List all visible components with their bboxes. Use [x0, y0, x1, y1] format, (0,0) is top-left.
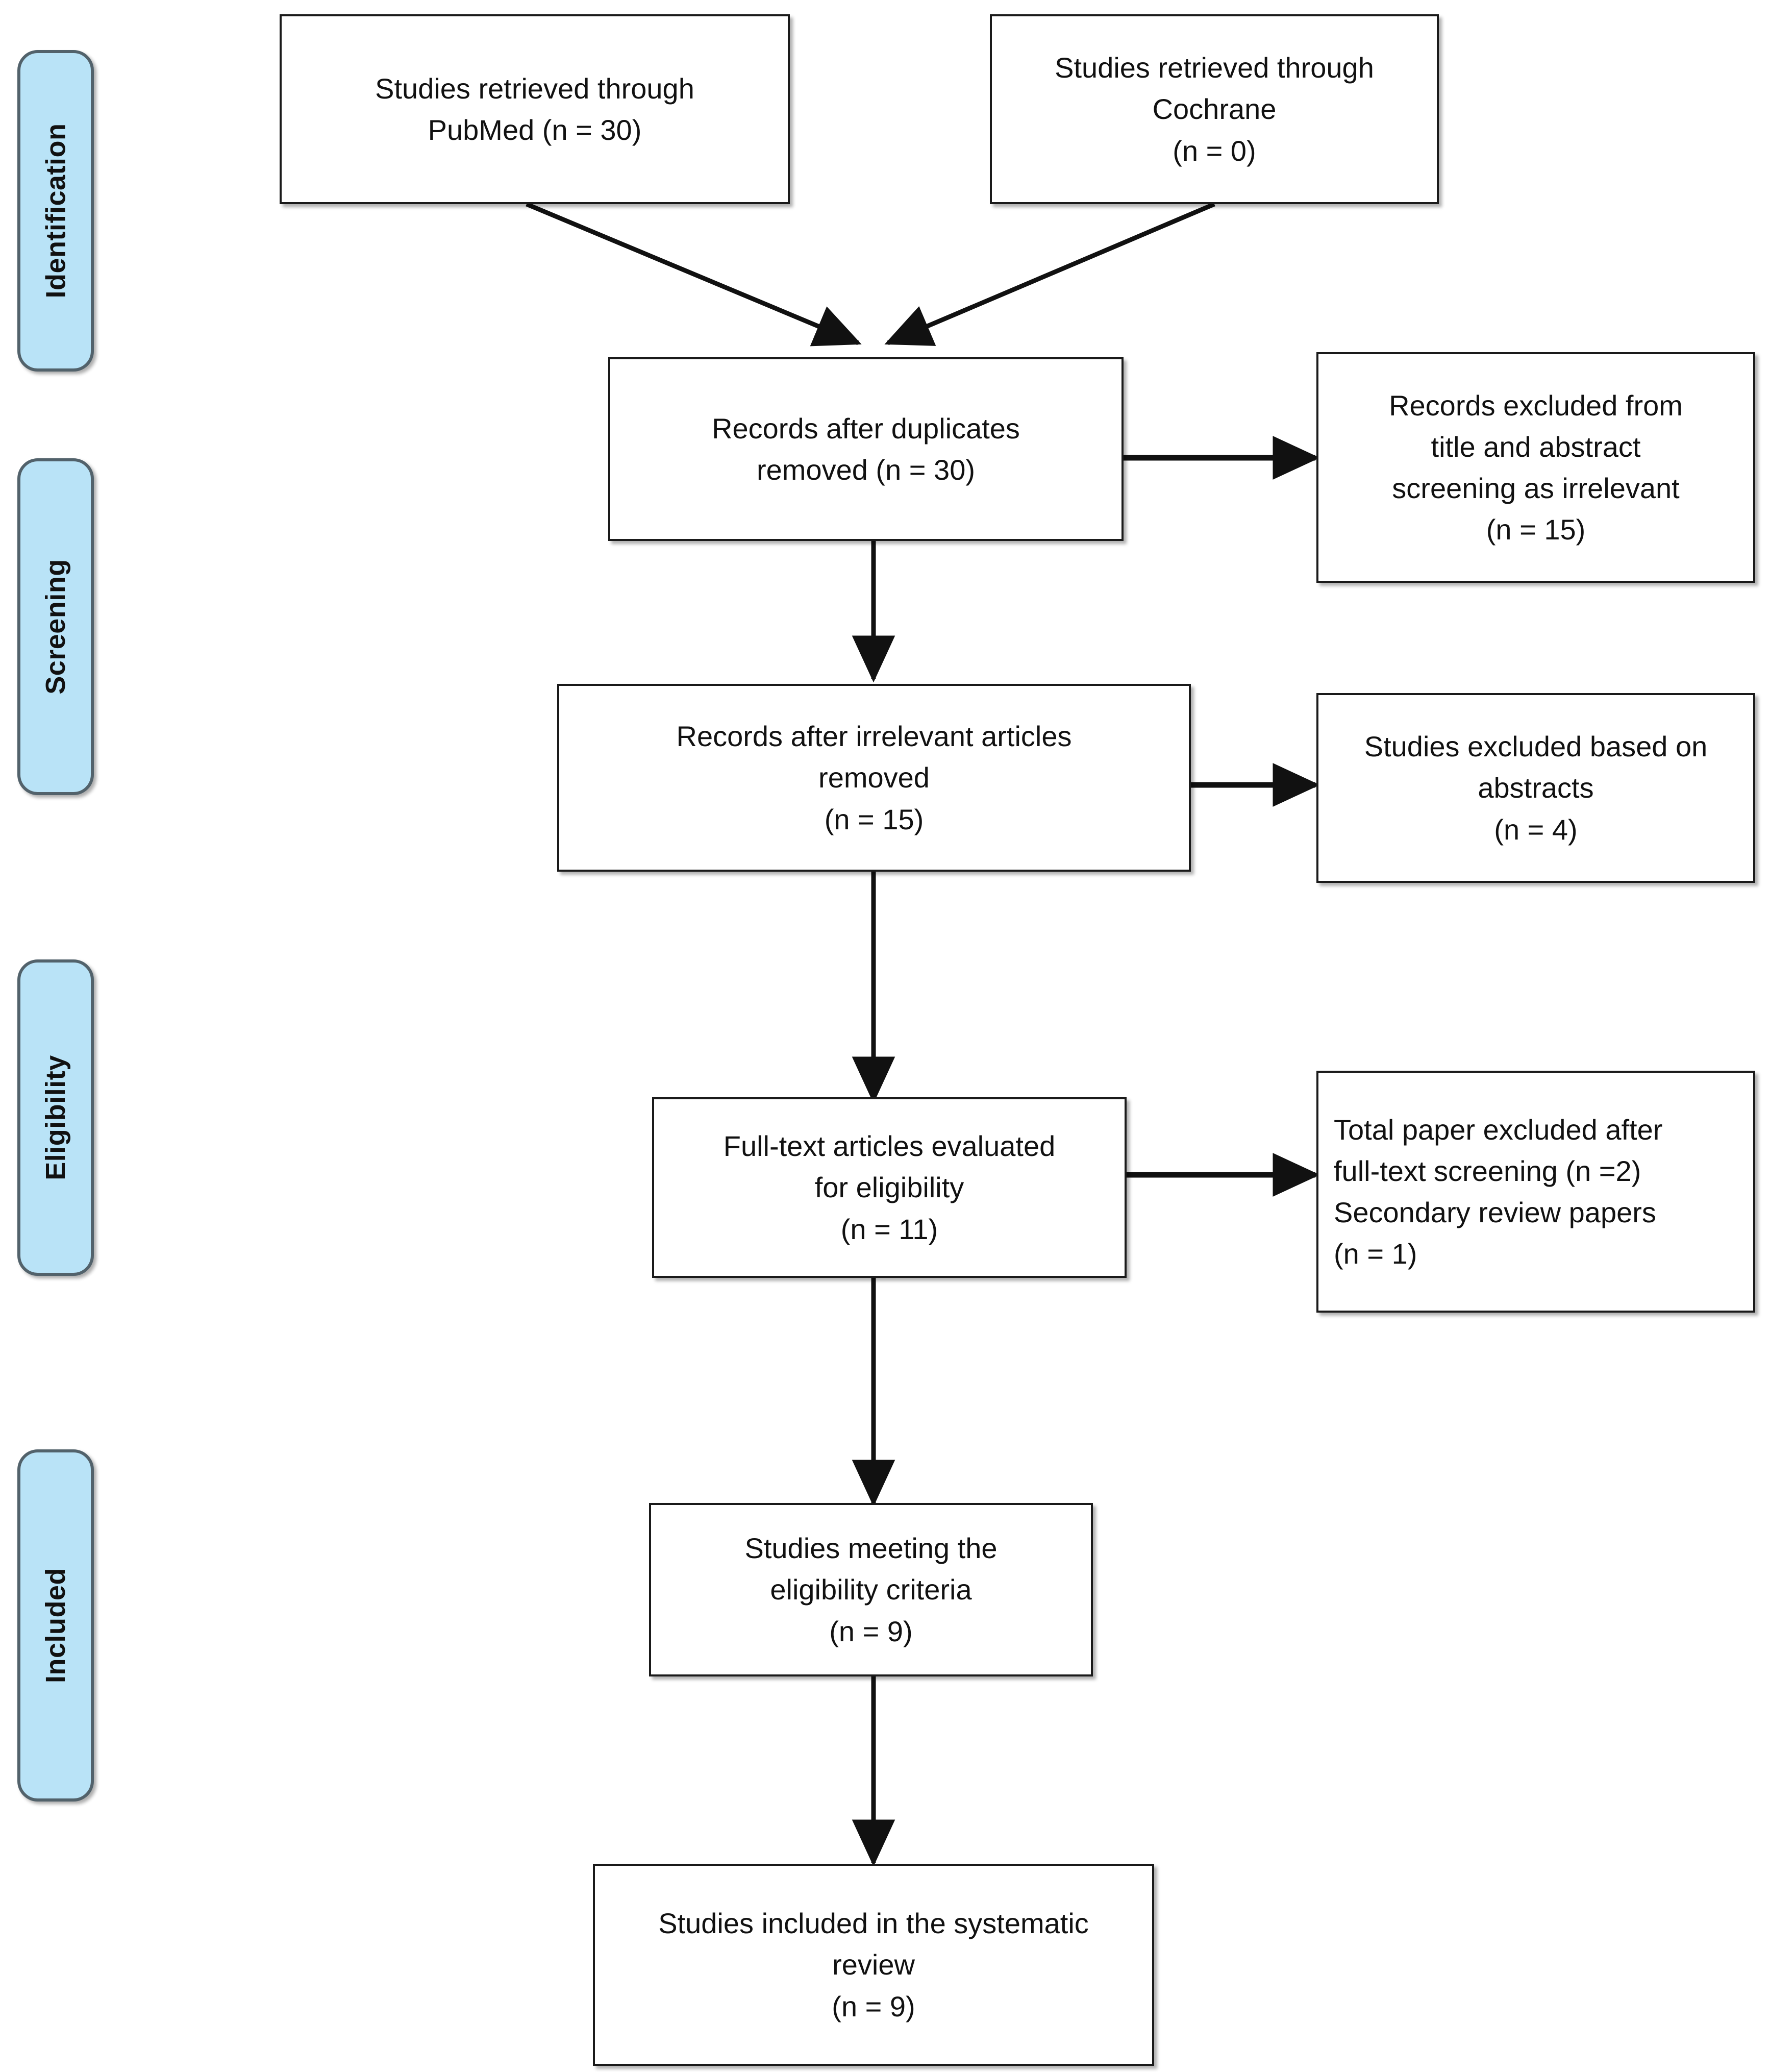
box-records-after-irrelevant-removed: Records after irrelevant articles remove…: [557, 684, 1191, 872]
stage-pill-screening: Screening: [17, 458, 94, 795]
connector-cochrane-to-duplicates: [884, 202, 1215, 346]
box-text-records-excluded-title-abstract: Records excluded from title and abstract…: [1389, 389, 1683, 546]
stage-label-screening: Screening: [40, 559, 71, 695]
box-text-studies-included-systematic-review: Studies included in the systematic revie…: [658, 1907, 1089, 2022]
box-studies-meeting-eligibility-criteria: Studies meeting the eligibility criteria…: [649, 1503, 1093, 1676]
box-text-full-text-articles-evaluated: Full-text articles evaluated for eligibi…: [723, 1130, 1056, 1245]
box-studies-retrieved-cochrane: Studies retrieved through Cochrane (n = …: [990, 14, 1439, 204]
box-text-records-after-irrelevant-removed: Records after irrelevant articles remove…: [676, 720, 1072, 835]
box-studies-included-systematic-review: Studies included in the systematic revie…: [593, 1864, 1154, 2066]
box-records-excluded-title-abstract: Records excluded from title and abstract…: [1316, 352, 1755, 583]
box-text-studies-excluded-abstracts: Studies excluded based on abstracts (n =…: [1364, 730, 1708, 846]
connector-pubmed-to-duplicates: [526, 202, 862, 347]
box-records-after-duplicates-removed: Records after duplicates removed (n = 30…: [608, 357, 1124, 541]
box-studies-retrieved-pubmed: Studies retrieved through PubMed (n = 30…: [280, 14, 790, 204]
stage-label-included: Included: [40, 1567, 71, 1684]
stage-label-eligibility: Eligibility: [40, 1055, 71, 1180]
box-full-text-articles-evaluated: Full-text articles evaluated for eligibi…: [652, 1097, 1127, 1278]
box-text-records-after-duplicates-removed: Records after duplicates removed (n = 30…: [712, 412, 1020, 486]
box-text-studies-meeting-eligibility-criteria: Studies meeting the eligibility criteria…: [744, 1532, 998, 1647]
box-text-total-paper-excluded-full-text: Total paper excluded after full-text scr…: [1334, 1113, 1663, 1270]
box-total-paper-excluded-full-text: Total paper excluded after full-text scr…: [1316, 1071, 1755, 1313]
stage-label-identification: Identification: [40, 123, 71, 299]
stage-pill-identification: Identification: [17, 50, 94, 372]
stage-pill-eligibility: Eligibility: [17, 959, 94, 1276]
box-text-studies-retrieved-cochrane: Studies retrieved through Cochrane (n = …: [1055, 52, 1374, 167]
box-text-studies-retrieved-pubmed: Studies retrieved through PubMed (n = 30…: [375, 72, 694, 146]
stage-pill-included: Included: [17, 1449, 94, 1802]
box-studies-excluded-abstracts: Studies excluded based on abstracts (n =…: [1316, 693, 1755, 883]
